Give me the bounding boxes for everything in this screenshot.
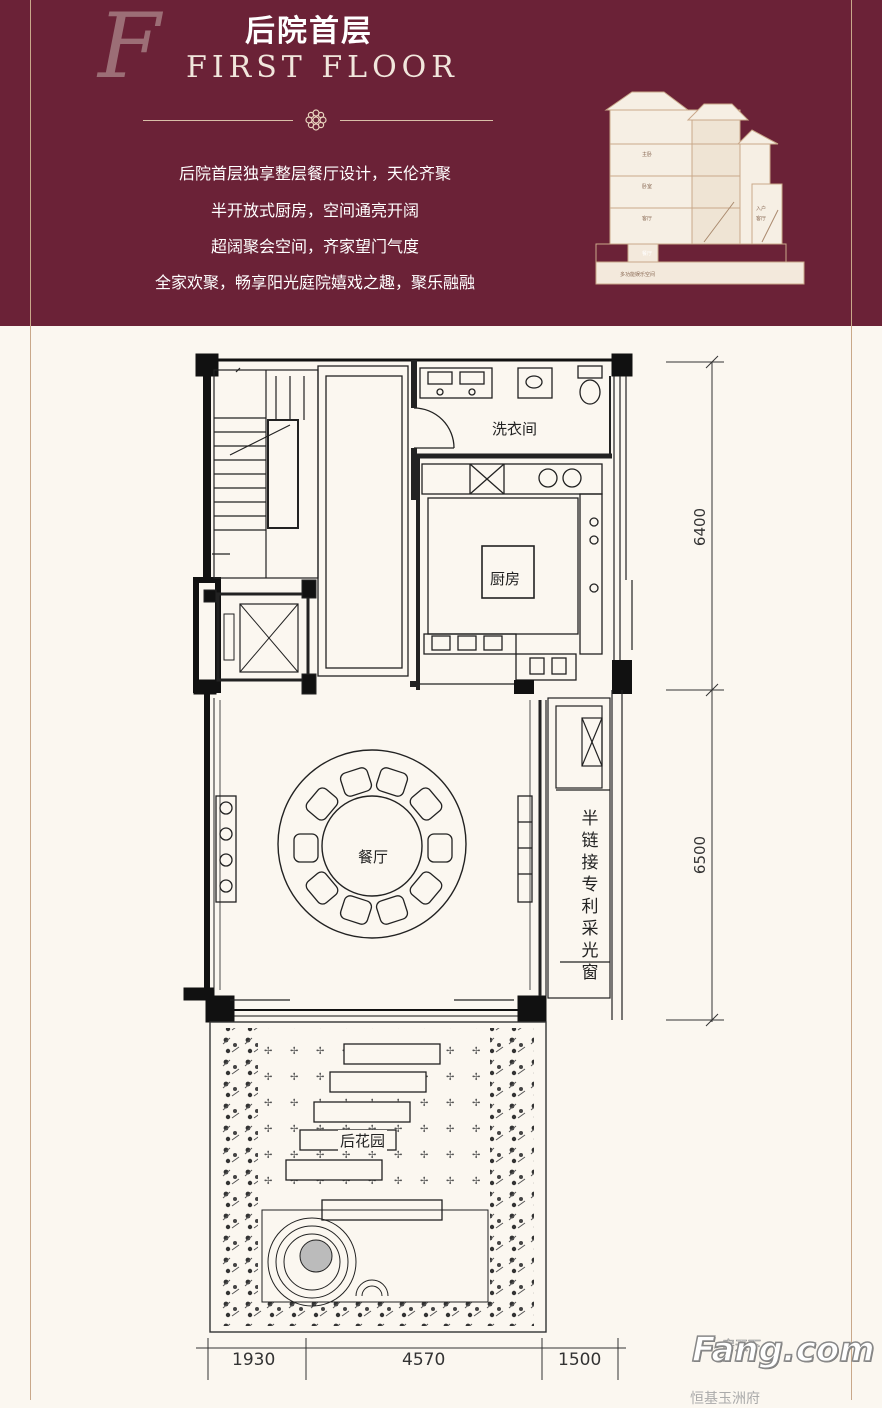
flower-ornament-icon — [305, 109, 327, 131]
dimension-1930: 1930 — [232, 1350, 276, 1370]
laundry-room — [411, 360, 612, 500]
frame-line-right — [851, 0, 852, 1400]
house-section-illustration: 主卧 卧室 客厅 餐厅 多功能娱乐空间 入户 客厅 — [592, 84, 808, 294]
dimension-lines-right — [666, 355, 724, 1027]
column — [195, 353, 219, 377]
room-label-garden: 后花园 — [338, 1130, 388, 1151]
divider-right — [340, 120, 493, 121]
room-label-laundry: 洗衣间 — [492, 420, 538, 438]
staircase — [212, 367, 319, 579]
description-line-1: 后院首层独享整层餐厅设计，天伦齐聚 — [178, 164, 451, 183]
dimension-6500: 6500 — [691, 835, 709, 875]
description-line-3: 超阔聚会空间，齐家望门气度 — [210, 237, 419, 256]
svg-text:入户: 入户 — [756, 205, 766, 212]
room-label-skylight-window: 半链接专利采光窗 — [581, 809, 599, 983]
script-ornament: F — [98, 0, 161, 99]
room-label-dining: 餐厅 — [358, 848, 389, 866]
page-title: 后院首层 — [245, 14, 373, 49]
back-garden — [209, 1021, 547, 1333]
dimension-6400: 6400 — [691, 507, 709, 547]
kitchen — [410, 456, 603, 690]
frame-line-left — [30, 0, 31, 1400]
page-subtitle: FIRST FLOOR — [186, 50, 459, 85]
svg-text:餐厅: 餐厅 — [642, 250, 652, 257]
dimension-1500: 1500 — [558, 1350, 602, 1370]
svg-text:多功能娱乐空间: 多功能娱乐空间 — [620, 271, 655, 278]
watermark-logo: Fang.com — [691, 1329, 875, 1371]
round-table — [277, 749, 467, 939]
svg-text:主卧: 主卧 — [642, 151, 652, 158]
svg-text:卧室: 卧室 — [642, 183, 652, 190]
room-label-kitchen: 厨房 — [490, 570, 521, 588]
light-well — [317, 365, 409, 677]
dimension-4570: 4570 — [402, 1350, 446, 1370]
column — [611, 353, 633, 377]
description-line-4: 全家欢聚，畅享阳光庭院嬉戏之趣，聚乐融融 — [154, 273, 475, 292]
elevator — [203, 579, 317, 695]
divider-left — [143, 120, 293, 121]
dining-chairs — [293, 767, 453, 925]
svg-text:客厅: 客厅 — [756, 215, 766, 222]
svg-text:客厅: 客厅 — [642, 215, 652, 222]
watermark-subtext: 房天下 — [722, 1339, 762, 1355]
watermark-bottom: 恒基玉洲府 — [690, 1391, 760, 1407]
dimension-lines-bottom — [196, 1338, 626, 1380]
skylight-window-strip — [538, 697, 611, 999]
description-line-2: 半开放式厨房，空间通亮开阔 — [210, 201, 419, 220]
dining-room — [213, 698, 533, 1001]
